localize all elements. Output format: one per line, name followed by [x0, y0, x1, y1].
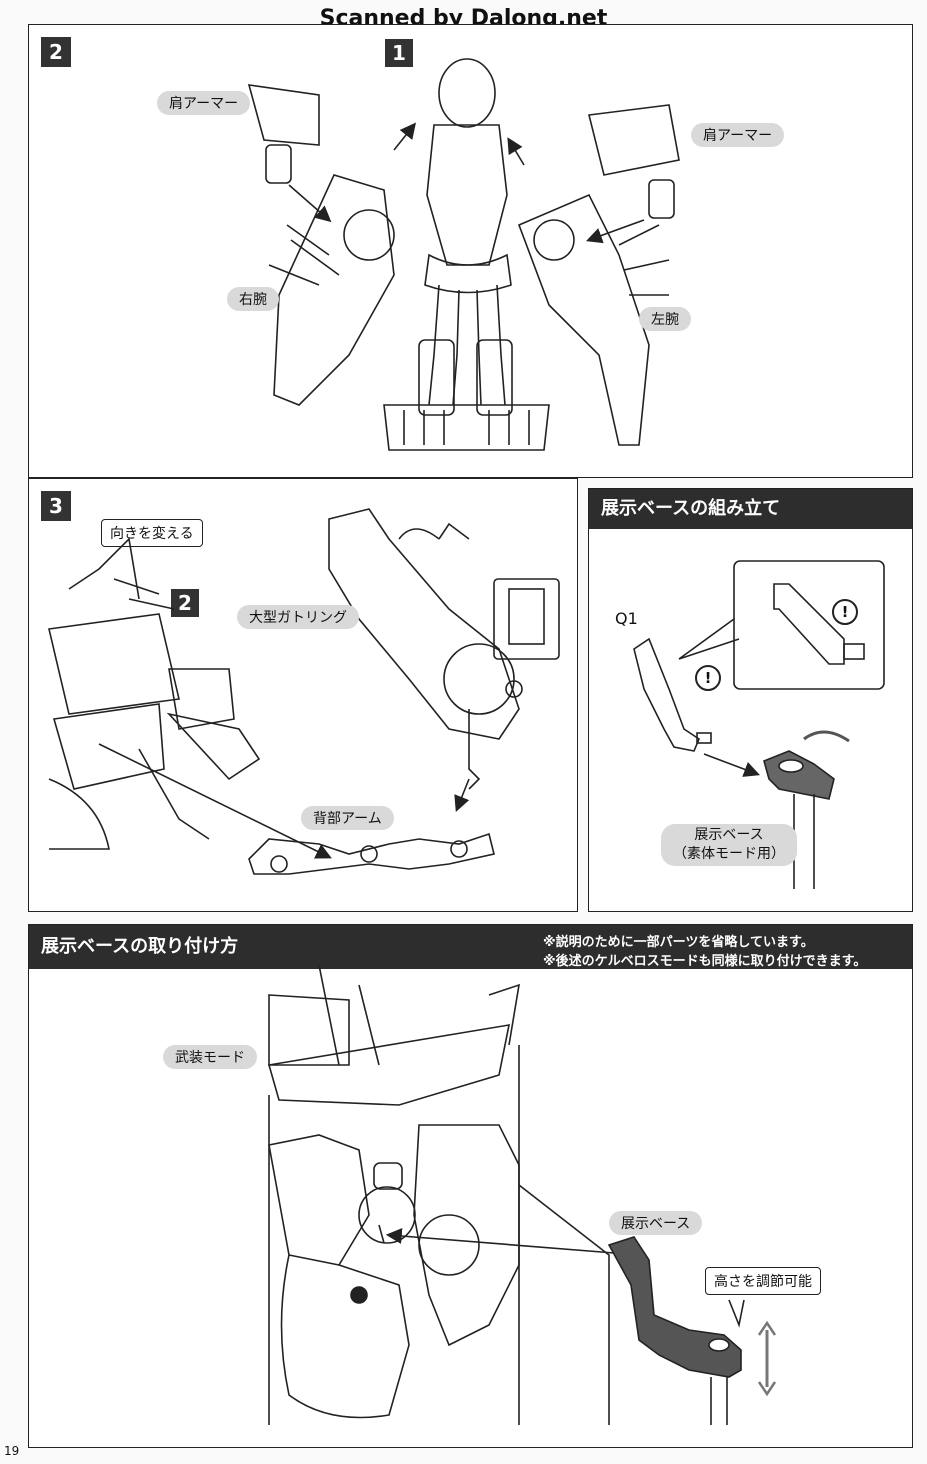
base-mounting-title: 展示ベースの取り付け方 — [29, 925, 912, 969]
label-shoulder-armor-right: 肩アーマー — [691, 123, 785, 147]
label-back-arm: 背部アーム — [301, 806, 394, 830]
label-adjustable-height: 高さを調節可能 — [705, 1267, 821, 1295]
base-assembly-panel: 展示ベースの組み立て Q1 ! ! 展示ベース （素体モード用） — [588, 488, 913, 912]
label-shoulder-armor-left: 肩アーマー — [157, 91, 251, 115]
note-omitted-parts: ※説明のために一部パーツを省略しています。 — [543, 935, 814, 950]
label-right-arm: 右腕 — [227, 287, 279, 311]
base-assembly-title: 展示ベースの組み立て — [589, 489, 912, 529]
page-number: 19 — [4, 1444, 20, 1458]
base-label-line1: 展示ベース — [694, 827, 764, 843]
step-2-illustration — [247, 58, 680, 451]
caution-mark-detail: ! — [832, 599, 858, 625]
step-3-panel: 3 2 向きを変える — [28, 478, 578, 912]
step-1-ref-number: 1 — [385, 39, 413, 67]
base-mounting-panel: 展示ベースの取り付け方 ※説明のために一部パーツを省略しています。 ※後述のケル… — [28, 924, 913, 1448]
label-left-arm: 左腕 — [639, 307, 691, 331]
part-id-q1: Q1 — [615, 609, 638, 628]
step-3-illustration — [48, 508, 560, 875]
label-change-direction: 向きを変える — [101, 519, 203, 547]
label-armed-mode: 武装モード — [163, 1045, 257, 1069]
step-2-panel: 2 1 — [28, 24, 913, 478]
base-label-line2: （素体モード用） — [673, 846, 785, 862]
label-display-base: 展示ベース — [609, 1211, 703, 1235]
step-2-number: 2 — [41, 37, 71, 67]
step-2-ref-number: 2 — [171, 589, 199, 617]
label-gatling: 大型ガトリング — [237, 605, 359, 629]
note-cerberus-mode: ※後述のケルベロスモードも同様に取り付けできます。 — [543, 954, 867, 969]
base-assembly-illustration — [633, 560, 885, 889]
caution-mark-part: ! — [695, 665, 721, 691]
base-mounting-illustration — [267, 964, 777, 1425]
label-display-base-body-mode: 展示ベース （素体モード用） — [661, 824, 797, 866]
step-3-number: 3 — [41, 491, 71, 521]
